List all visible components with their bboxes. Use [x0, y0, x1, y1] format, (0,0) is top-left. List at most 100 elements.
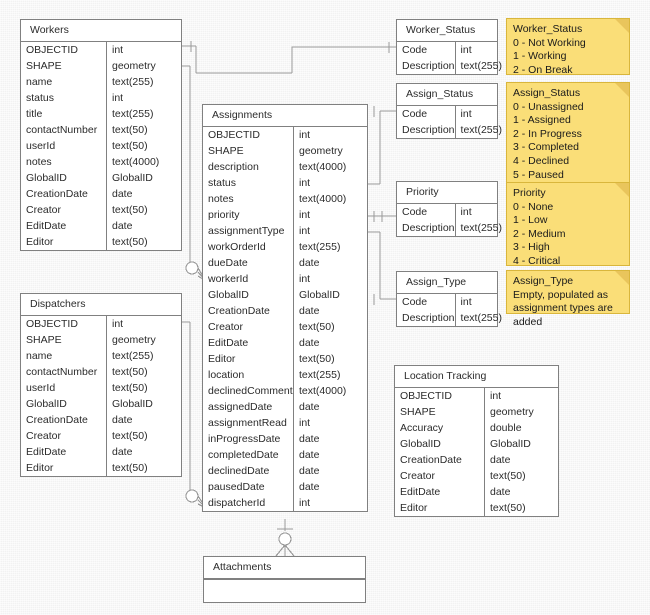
field-type: int	[112, 92, 124, 104]
field-type: int	[112, 318, 124, 330]
field-name: dueDate	[203, 255, 294, 271]
field-name: completedDate	[203, 447, 294, 463]
field-name: EditDate	[21, 444, 107, 460]
entity-attachments[interactable]: Attachments	[203, 556, 366, 603]
field-type: text(50)	[112, 430, 148, 442]
field-type: text(255)	[460, 60, 502, 72]
field-name: Accuracy	[395, 420, 485, 436]
field-type: date	[112, 188, 133, 200]
field-type: date	[112, 414, 133, 426]
field-name: CreationDate	[21, 412, 107, 428]
field-type: date	[112, 220, 133, 232]
field-name: title	[21, 106, 107, 122]
field-name: GlobalID	[395, 436, 485, 452]
field-name: inProgressDate	[203, 431, 294, 447]
field-row[interactable]: CreationDate date	[21, 412, 181, 428]
field-type: text(50)	[112, 140, 148, 152]
entity-empty-body-attachments	[204, 579, 365, 602]
note-title: Priority	[513, 187, 546, 199]
field-type: text(50)	[299, 321, 335, 333]
field-name: GlobalID	[203, 287, 294, 303]
field-name: notes	[21, 154, 107, 170]
field-type: text(255)	[460, 124, 502, 136]
field-type: text(50)	[299, 353, 335, 365]
